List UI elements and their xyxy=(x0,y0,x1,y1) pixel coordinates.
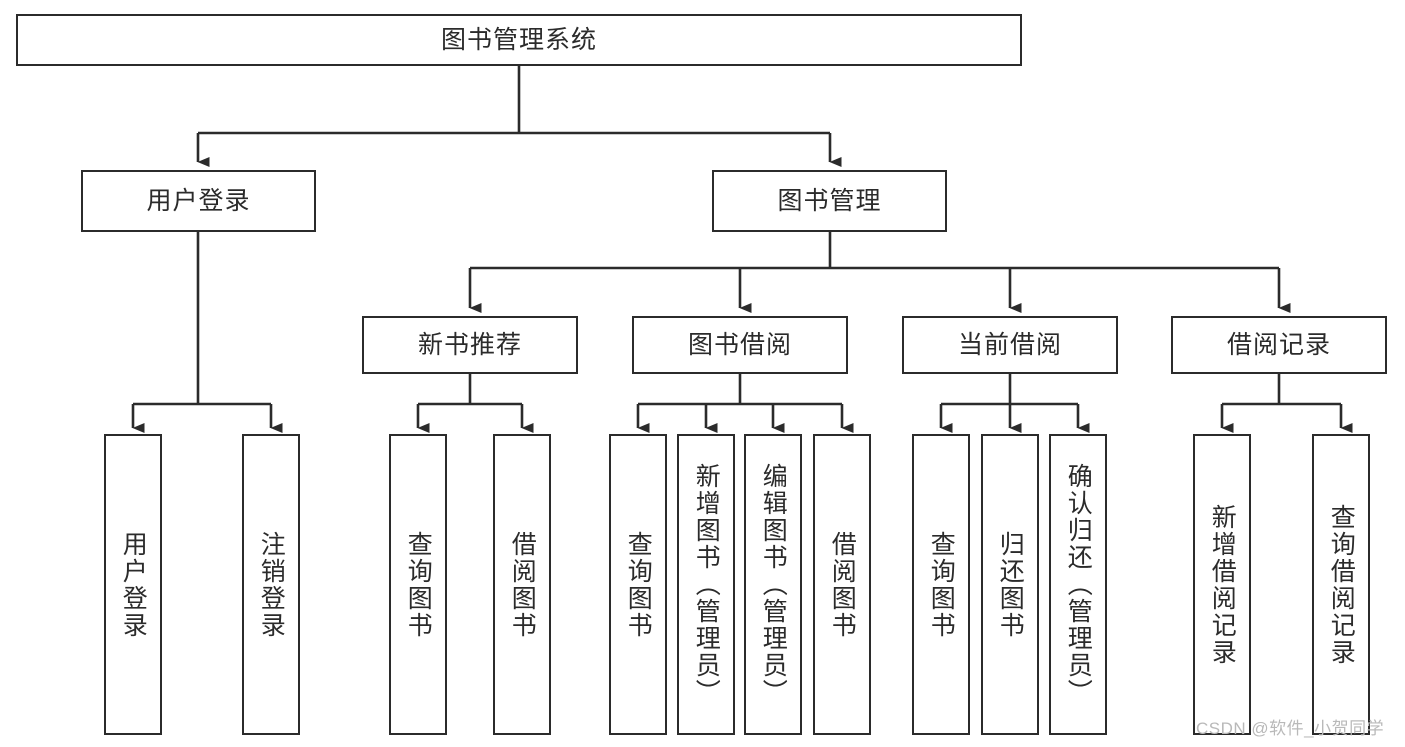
node-book-borrow[interactable]: 图书借阅 xyxy=(632,316,848,374)
node-book-manage[interactable]: 图书管理 xyxy=(712,170,947,232)
node-root[interactable]: 图书管理系统 xyxy=(16,14,1022,66)
leaf-query-book-1-label: 查询图书 xyxy=(404,530,433,639)
leaf-borrow-book-1[interactable]: 借阅图书 xyxy=(493,434,551,735)
leaf-query-book-3-label: 查询图书 xyxy=(927,530,956,639)
leaf-confirm-return[interactable]: 确认归还（管理员） xyxy=(1049,434,1107,735)
node-borrow-record[interactable]: 借阅记录 xyxy=(1171,316,1387,374)
node-new-book-recommend[interactable]: 新书推荐 xyxy=(362,316,578,374)
leaf-confirm-return-label: 确认归还（管理员） xyxy=(1064,463,1093,706)
node-current-borrow[interactable]: 当前借阅 xyxy=(902,316,1118,374)
leaf-query-record-label: 查询借阅记录 xyxy=(1327,503,1356,666)
leaf-query-book-2[interactable]: 查询图书 xyxy=(609,434,667,735)
node-book-manage-label: 图书管理 xyxy=(777,186,882,215)
csdn-watermark: CSDN @软件_小贺同学 xyxy=(1196,719,1385,738)
leaf-edit-book-label: 编辑图书（管理员） xyxy=(759,463,788,706)
leaf-user-login-label: 用户登录 xyxy=(119,530,148,639)
leaf-add-book-label: 新增图书（管理员） xyxy=(692,463,721,706)
node-new-book-recommend-label: 新书推荐 xyxy=(417,330,522,359)
leaf-edit-book[interactable]: 编辑图书（管理员） xyxy=(744,434,802,735)
node-borrow-record-label: 借阅记录 xyxy=(1226,330,1331,359)
node-book-borrow-label: 图书借阅 xyxy=(687,330,792,359)
leaf-query-book-3[interactable]: 查询图书 xyxy=(912,434,970,735)
leaf-return-book[interactable]: 归还图书 xyxy=(981,434,1039,735)
leaf-query-book-1[interactable]: 查询图书 xyxy=(389,434,447,735)
leaf-add-record-label: 新增借阅记录 xyxy=(1208,503,1237,666)
leaf-borrow-book-2[interactable]: 借阅图书 xyxy=(813,434,871,735)
leaf-query-book-2-label: 查询图书 xyxy=(624,530,653,639)
leaf-add-book[interactable]: 新增图书（管理员） xyxy=(677,434,735,735)
leaf-borrow-book-1-label: 借阅图书 xyxy=(508,530,537,639)
node-root-label: 图书管理系统 xyxy=(440,25,597,54)
leaf-return-book-label: 归还图书 xyxy=(996,530,1025,639)
node-current-borrow-label: 当前借阅 xyxy=(957,330,1062,359)
leaf-query-record[interactable]: 查询借阅记录 xyxy=(1312,434,1370,735)
leaf-user-login[interactable]: 用户登录 xyxy=(104,434,162,735)
leaf-logout[interactable]: 注销登录 xyxy=(242,434,300,735)
leaf-borrow-book-2-label: 借阅图书 xyxy=(828,530,857,639)
leaf-add-record[interactable]: 新增借阅记录 xyxy=(1193,434,1251,735)
leaf-logout-label: 注销登录 xyxy=(257,530,286,639)
node-user-login-label: 用户登录 xyxy=(146,186,251,215)
node-user-login[interactable]: 用户登录 xyxy=(81,170,316,232)
